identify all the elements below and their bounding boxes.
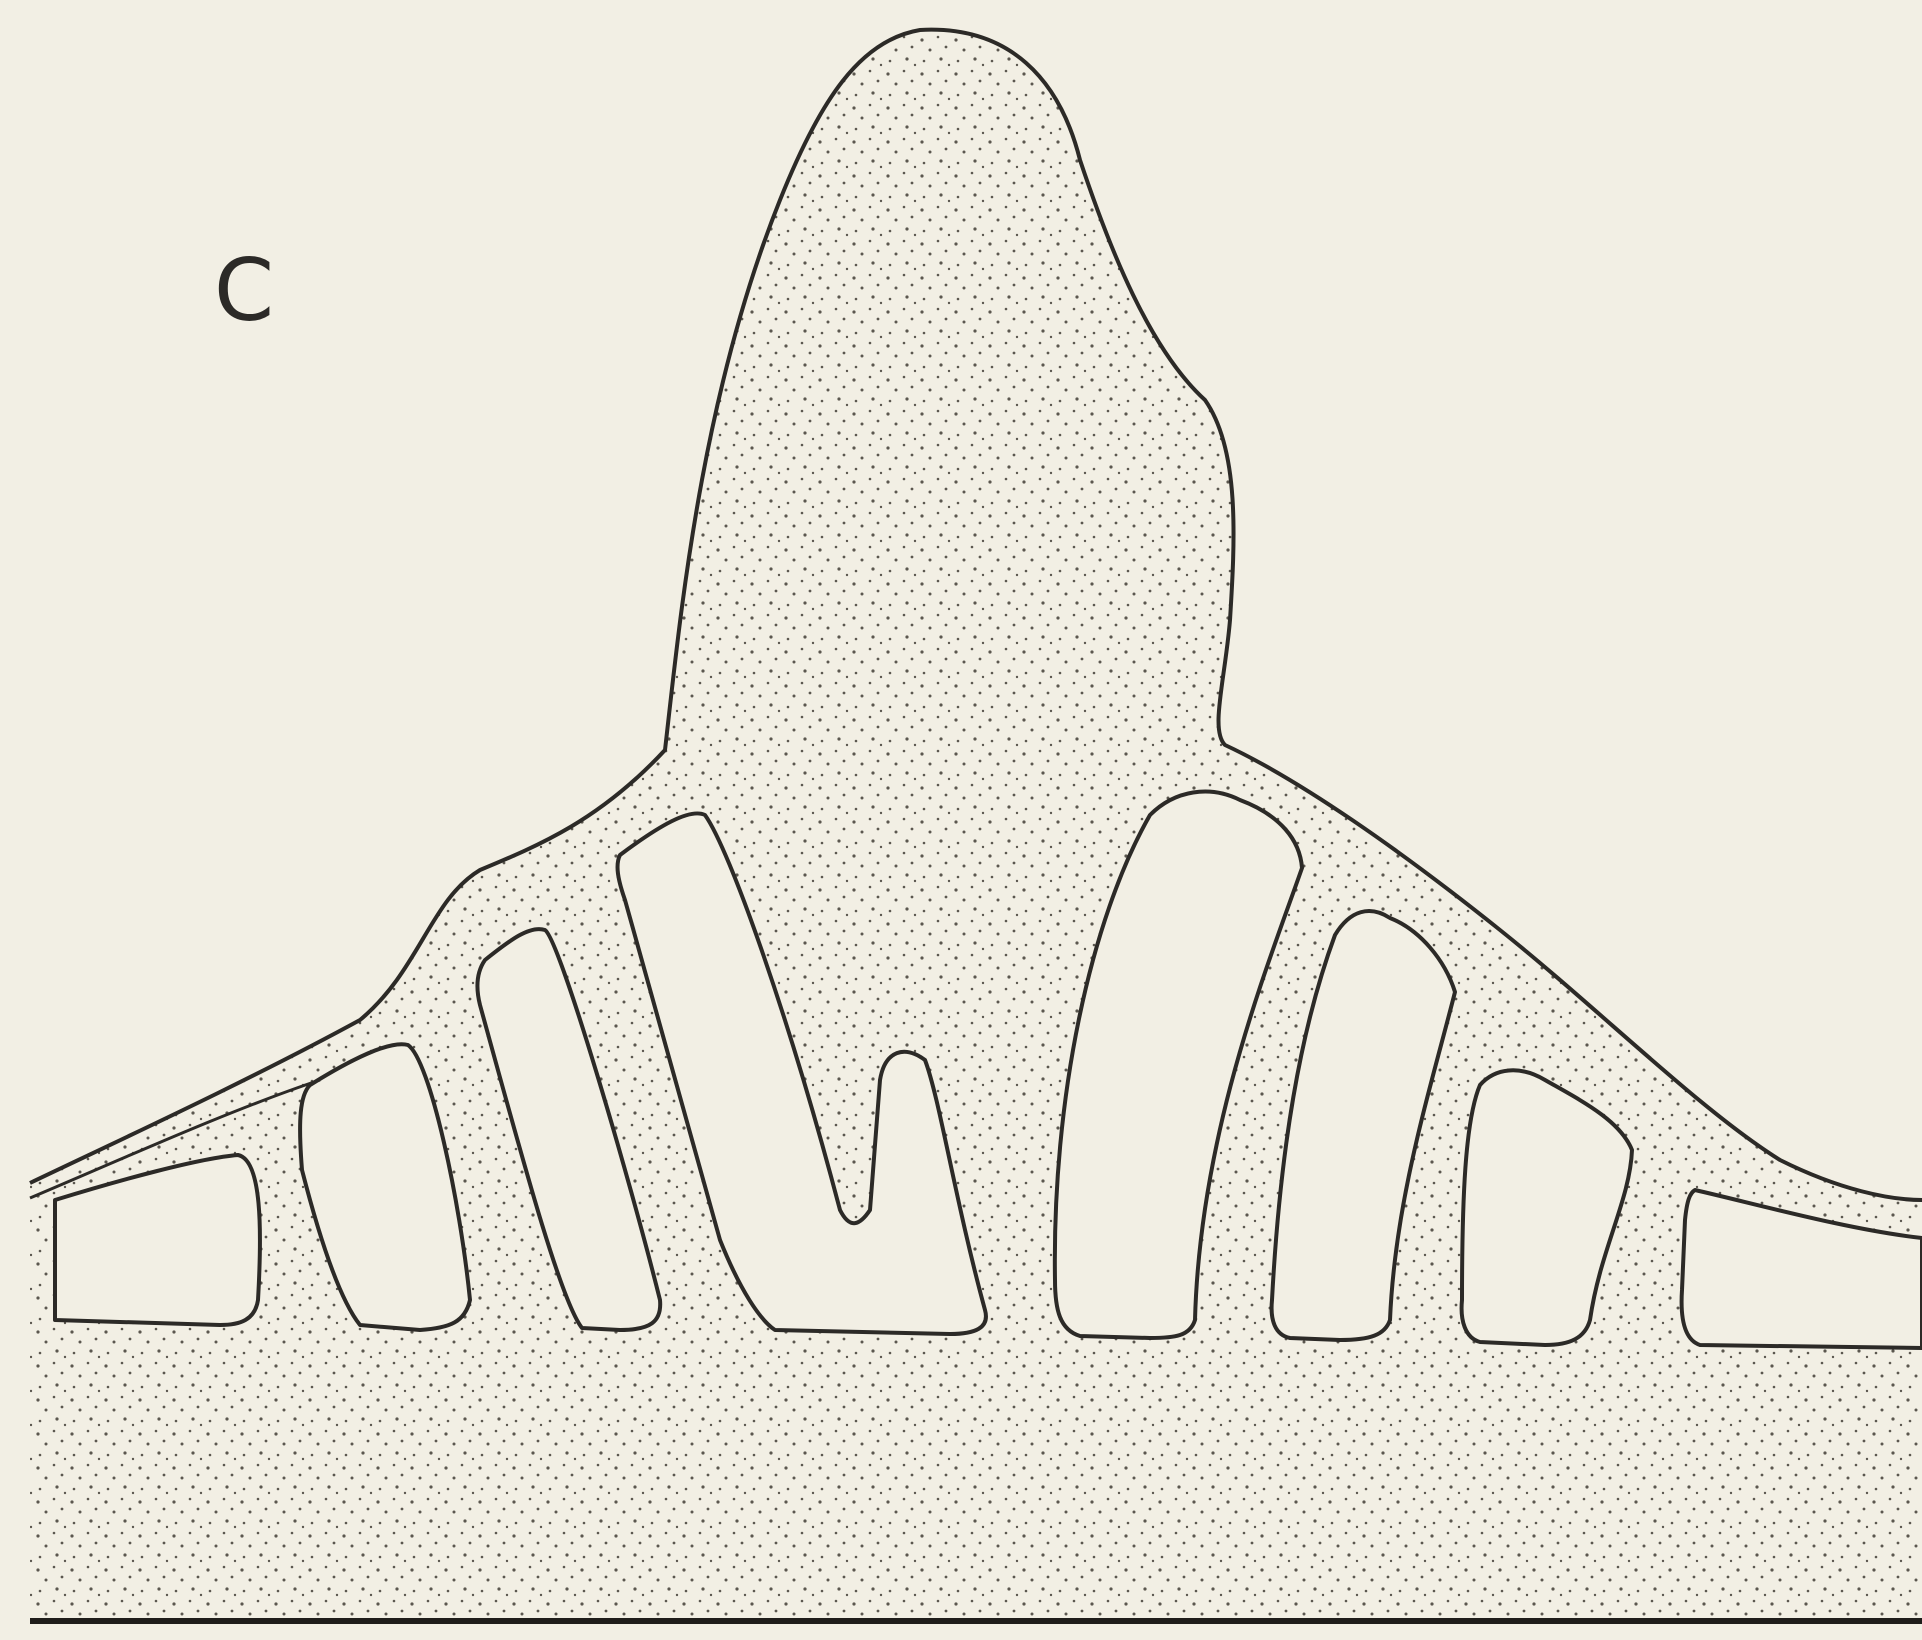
panel-label: C	[214, 248, 274, 334]
baseline	[30, 1618, 1922, 1624]
